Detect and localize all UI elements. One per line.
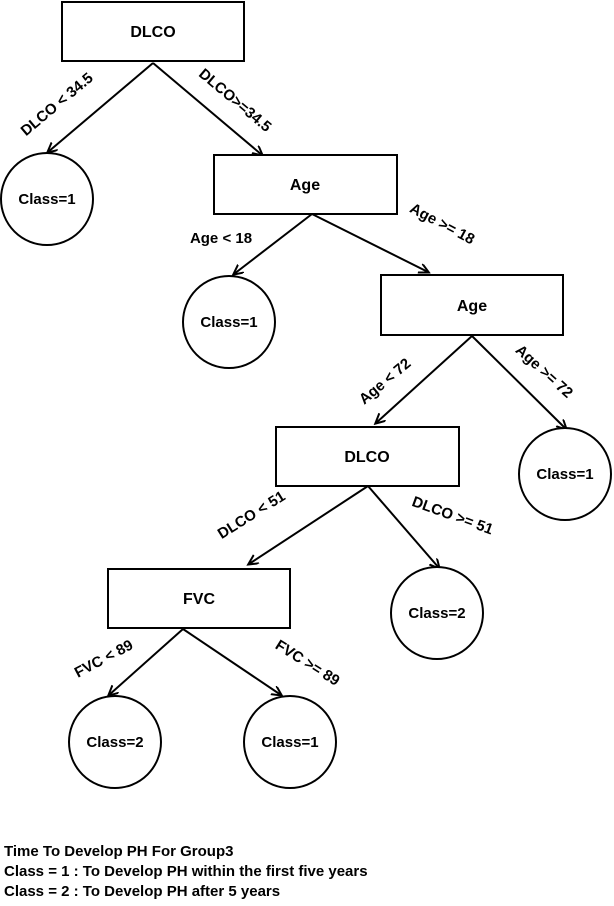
leaf-node-class1-c-label: Class=1 — [536, 466, 593, 483]
decision-node-dlco-2 — [275, 426, 460, 487]
edge-label-dlco-lt-34-5: DLCO < 34.5 — [18, 70, 97, 140]
edge-root-to-leaf1 — [48, 62, 154, 152]
leaf-node-class1-a — [0, 152, 94, 246]
leaf-node-class1-b-label: Class=1 — [200, 314, 257, 331]
edge-root-to-age1 — [152, 62, 262, 155]
edge-label-dlco-lt-51: DLCO < 51 — [215, 488, 289, 543]
decision-node-dlco-root-label: DLCO — [130, 24, 175, 41]
edge-fvc-to-leaf6 — [182, 628, 281, 695]
edge-label-age-lt-72: Age < 72 — [356, 355, 415, 408]
edge-label-fvc-ge-89: FVC >= 89 — [272, 637, 343, 690]
leaf-node-class1-c — [518, 427, 612, 521]
edge-fvc-to-leaf5 — [109, 628, 184, 695]
edge-label-age-lt-18: Age < 18 — [190, 230, 252, 247]
edge-age2-to-leaf3 — [471, 335, 566, 429]
decision-node-age-2 — [380, 274, 564, 336]
leaf-node-class1-d-label: Class=1 — [261, 734, 318, 751]
legend-class2-description: Class = 2 : To Develop PH after 5 years — [4, 883, 281, 900]
leaf-node-class1-d — [243, 695, 337, 789]
decision-node-age-1-label: Age — [290, 177, 320, 194]
edge-dlco2-to-leaf4 — [367, 485, 439, 568]
decision-node-dlco-root — [61, 1, 245, 62]
edge-age1-to-leaf2 — [234, 213, 313, 274]
leaf-node-class1-a-label: Class=1 — [18, 191, 75, 208]
edge-dlco2-to-fvc — [249, 485, 369, 564]
decision-node-age-1 — [213, 154, 398, 215]
edge-label-dlco-ge-34-5: DLCO>=34.5 — [195, 65, 274, 135]
leaf-node-class2-a-label: Class=2 — [408, 605, 465, 622]
edge-label-age-ge-18: Age >= 18 — [407, 200, 478, 248]
leaf-node-class1-b — [182, 275, 276, 369]
legend: Time To Develop PH For Group3 Class = 1 … — [4, 842, 368, 902]
edge-age2-to-dlco2 — [376, 335, 473, 423]
leaf-node-class2-b-label: Class=2 — [86, 734, 143, 751]
decision-node-fvc-label: FVC — [183, 591, 215, 608]
edge-age1-to-age2 — [311, 213, 428, 272]
legend-title: Time To Develop PH For Group3 — [4, 843, 234, 860]
edge-label-age-ge-72: Age >= 72 — [512, 342, 576, 402]
leaf-node-class2-b — [68, 695, 162, 789]
edge-label-fvc-lt-89: FVC < 89 — [72, 637, 136, 682]
legend-class1-description: Class = 1 : To Develop PH within the fir… — [4, 863, 368, 880]
edge-label-dlco-ge-51: DLCO >= 51 — [410, 493, 496, 538]
decision-node-age-2-label: Age — [457, 298, 487, 315]
leaf-node-class2-a — [390, 566, 484, 660]
decision-node-dlco-2-label: DLCO — [344, 449, 389, 466]
decision-node-fvc — [107, 568, 291, 629]
